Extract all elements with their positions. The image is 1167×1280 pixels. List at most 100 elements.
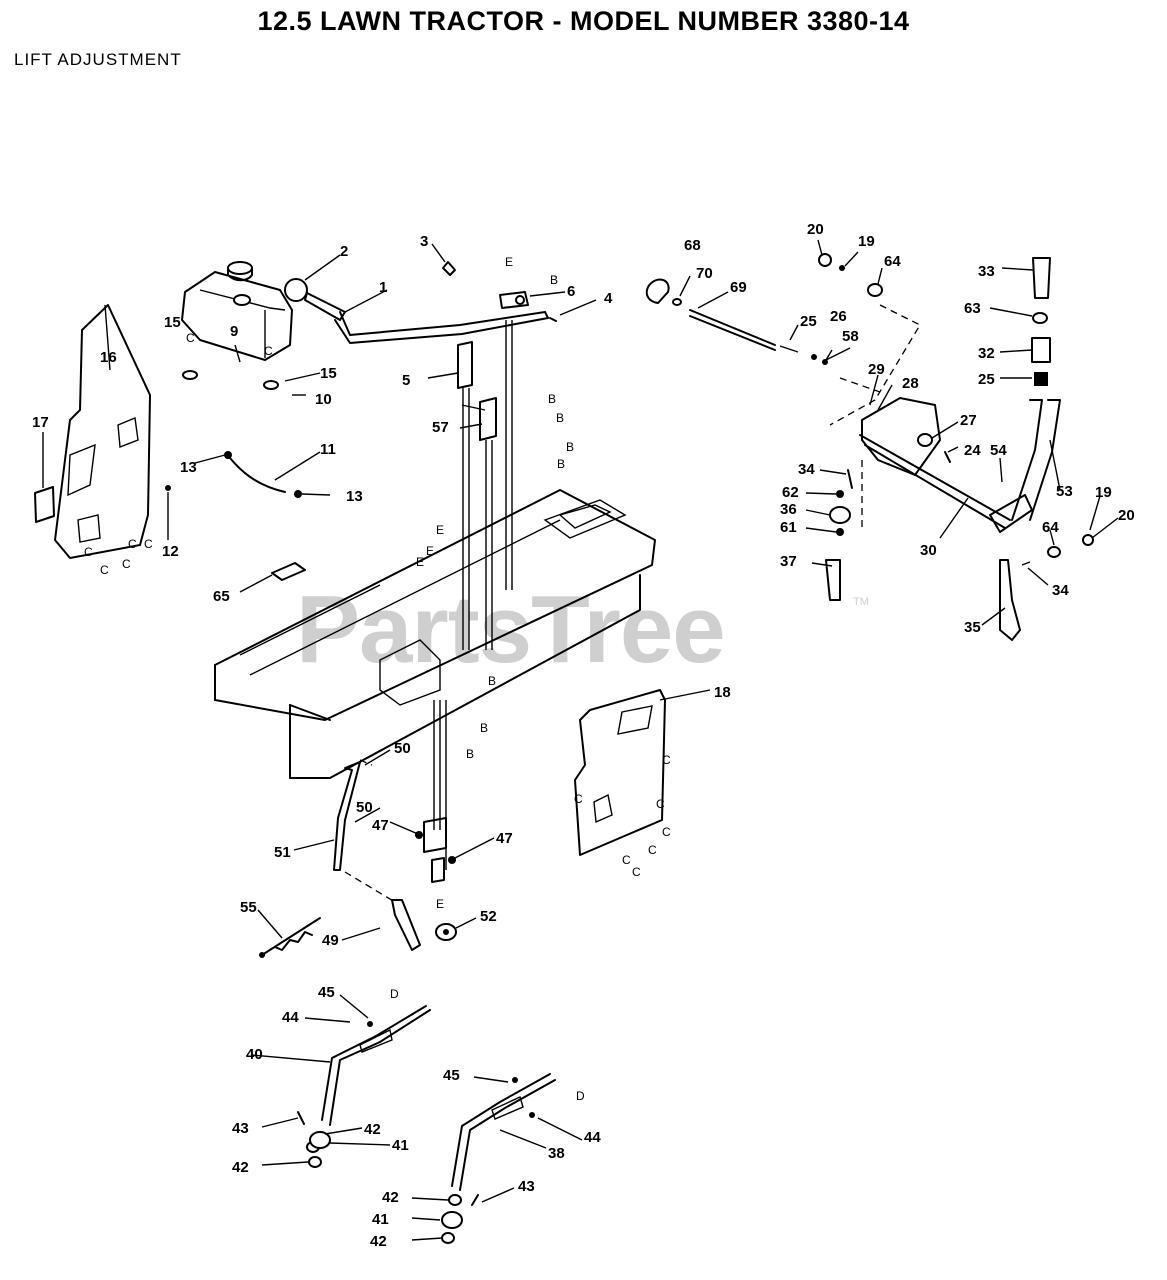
chassis-frame — [214, 489, 656, 779]
connector-letter: B — [480, 721, 488, 735]
connector-letter: E — [416, 555, 424, 569]
connector-letter: C — [648, 843, 657, 857]
callout: 68 — [684, 237, 701, 254]
callout: 24 — [964, 442, 981, 459]
fuel-tank — [181, 261, 302, 498]
callout: 2 — [340, 243, 348, 260]
callout: 55 — [240, 899, 257, 916]
connector-letter: C — [128, 537, 137, 551]
callout: 11 — [320, 441, 336, 458]
connector-letters: E B B B B B C C C C C C C C C C C C C C … — [84, 255, 671, 1103]
callout: 40 — [246, 1046, 263, 1063]
callout: 42 — [370, 1233, 387, 1250]
lift-lever — [284, 261, 557, 344]
callout: 20 — [1118, 507, 1135, 524]
connector-letter: B — [548, 392, 556, 406]
callout: 13 — [180, 459, 197, 476]
callout: 9 — [230, 323, 238, 340]
callout: 17 — [32, 414, 49, 431]
callout-leaders — [42, 239, 1119, 1241]
connector-letter: C — [662, 825, 671, 839]
callout: 36 — [780, 501, 797, 518]
callout: 64 — [884, 253, 901, 270]
callout: 32 — [978, 345, 995, 362]
callout: 61 — [780, 519, 797, 536]
watermark-logo: PartsTree — [296, 576, 726, 683]
connector-letter: E — [426, 544, 434, 558]
callout: 50 — [394, 740, 411, 757]
callout: 42 — [232, 1159, 249, 1176]
callout: 12 — [162, 543, 179, 560]
callout: 44 — [584, 1129, 601, 1146]
connector-letter: C — [622, 853, 631, 867]
callout: 51 — [274, 844, 291, 861]
connector-letter: B — [488, 674, 496, 688]
callout: 6 — [567, 283, 575, 300]
connector-letter: C — [122, 557, 131, 571]
connector-letter: C — [632, 865, 641, 879]
callout: 69 — [730, 279, 747, 296]
callout: 65 — [213, 588, 230, 605]
callout: 42 — [382, 1189, 399, 1206]
callout: 5 — [402, 372, 410, 389]
callout: 50 — [356, 799, 373, 816]
callout: 35 — [964, 619, 981, 636]
bracket-65 — [271, 562, 306, 581]
callout: 19 — [1095, 484, 1112, 501]
connector-letter: B — [550, 273, 558, 287]
callout: 41 — [392, 1137, 409, 1154]
small-parts-top-right — [818, 253, 1051, 386]
callout: 47 — [496, 830, 513, 847]
connector-letter: B — [466, 747, 474, 761]
lift-rods — [415, 320, 513, 883]
section-name: LIFT ADJUSTMENT — [14, 50, 182, 69]
connector-letter: D — [390, 987, 399, 1001]
callout: 34 — [798, 461, 815, 478]
callout: 19 — [858, 233, 875, 250]
callout: 29 — [868, 361, 885, 378]
connector-letter: B — [556, 411, 564, 425]
callout: 58 — [842, 328, 859, 345]
connector-letter: E — [436, 523, 444, 537]
callout: 44 — [282, 1009, 299, 1026]
callout: 37 — [780, 553, 797, 570]
callout: 47 — [372, 817, 389, 834]
connector-letter: E — [505, 255, 513, 269]
right-side-panel — [574, 689, 666, 856]
callout: 45 — [318, 984, 335, 1001]
callout: 18 — [714, 684, 731, 701]
callout: 63 — [964, 300, 981, 317]
callout: 49 — [322, 932, 339, 949]
callout: 3 — [420, 233, 428, 250]
callout: 10 — [315, 391, 332, 408]
callout: 70 — [696, 265, 713, 282]
connector-letter: E — [436, 897, 444, 911]
connector-letter: C — [662, 753, 671, 767]
callout: 38 — [548, 1145, 565, 1162]
callout: 34 — [1052, 582, 1069, 599]
callout: 41 — [372, 1211, 389, 1228]
callout: 30 — [920, 542, 937, 559]
lift-arm-38 — [441, 1073, 556, 1244]
connector-letter: C — [100, 563, 109, 577]
callout: 64 — [1042, 519, 1059, 536]
adjustment-assembly — [645, 278, 1094, 641]
callout: 25 — [978, 371, 995, 388]
lift-linkage — [259, 759, 457, 958]
callout: 62 — [782, 484, 799, 501]
callout: 1 — [379, 279, 387, 296]
watermark-trademark: TM — [853, 596, 869, 608]
callout: 57 — [432, 419, 449, 436]
connector-letter: C — [144, 537, 153, 551]
left-side-panel — [34, 304, 171, 559]
callout: 13 — [346, 488, 363, 505]
callout: 20 — [807, 221, 824, 238]
callout: 25 — [800, 313, 817, 330]
connector-letter: C — [84, 545, 93, 559]
connector-letter: B — [566, 440, 574, 454]
connector-letter: C — [574, 792, 583, 806]
callout: 26 — [830, 308, 847, 325]
callout: 43 — [232, 1120, 249, 1137]
